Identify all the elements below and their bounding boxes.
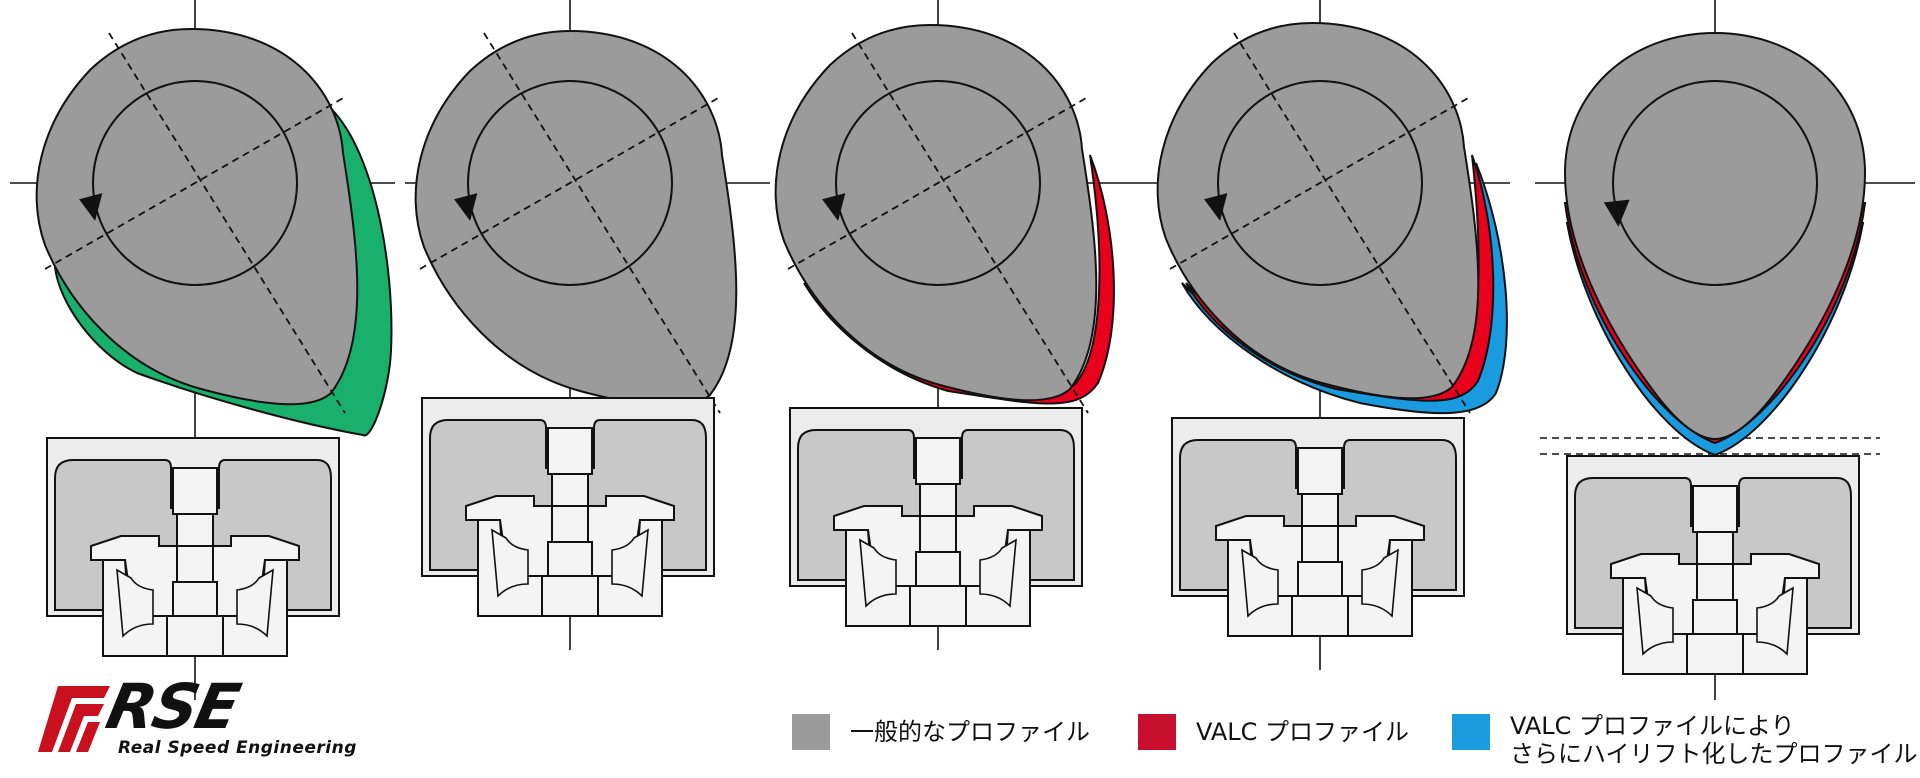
valc-swatch (1138, 714, 1176, 750)
valc-profile (803, 154, 1115, 405)
legend-label-valc-high-line1: VALC プロファイルにより (1510, 712, 1795, 740)
legend-item-valc: VALC プロファイル (1138, 714, 1409, 754)
panel-standard (405, 0, 770, 650)
logo-wordmark: RSE (100, 670, 245, 743)
legend-item-general: 一般的なプロファイル (792, 714, 1090, 754)
panel-valc-high-vertical (1535, 0, 1915, 700)
legend-item-valc-high: VALC プロファイルにより さらにハイリフト化したプロファイル (1452, 712, 1918, 768)
logo-tagline: Real Speed Engineering (118, 738, 357, 758)
rse-logo (38, 686, 110, 752)
legend-label-valc-high: VALC プロファイルにより さらにハイリフト化したプロファイル (1510, 712, 1918, 768)
legend-label-general: 一般的なプロファイル (850, 718, 1090, 746)
panel-valc (774, 0, 1140, 650)
legend-label-valc: VALC プロファイル (1196, 718, 1410, 746)
valc-high-swatch (1452, 714, 1490, 750)
legend-label-valc-high-line2: さらにハイリフト化したプロファイル (1510, 740, 1918, 768)
panel-valc-high (1140, 0, 1510, 670)
panel-green-lobe (10, 0, 395, 700)
general-swatch (792, 714, 830, 750)
